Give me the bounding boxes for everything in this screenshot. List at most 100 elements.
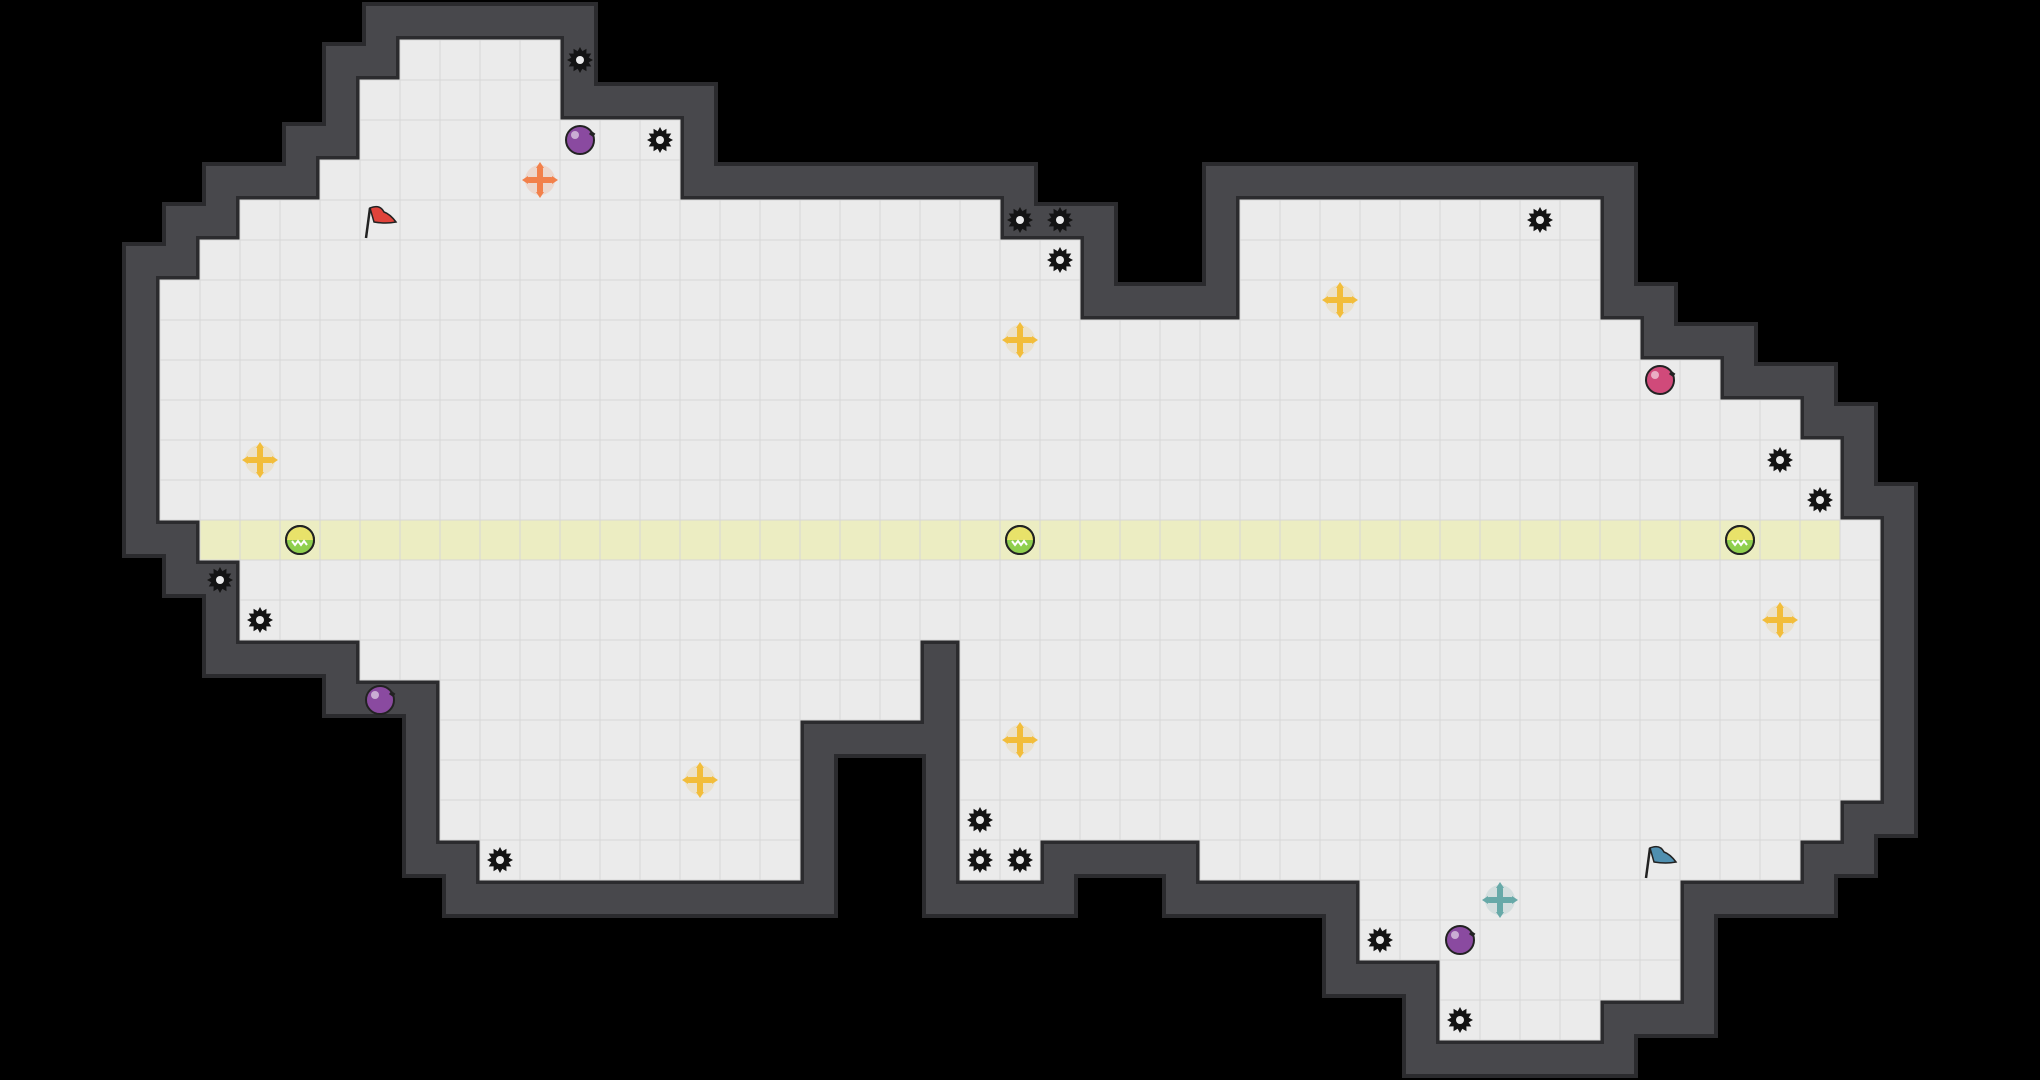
floor-tile <box>719 279 761 321</box>
floor-tile <box>1319 639 1361 681</box>
floor-tile <box>1119 759 1161 801</box>
floor-tile <box>479 599 521 641</box>
floor-tile <box>359 79 401 121</box>
floor-tile <box>1439 359 1481 401</box>
floor-tile <box>1519 639 1561 681</box>
floor-tile <box>159 479 201 521</box>
floor-tile <box>1119 639 1161 681</box>
floor-tile <box>319 479 361 521</box>
floor-tile <box>719 319 761 361</box>
floor-tile <box>839 679 881 721</box>
floor-tile <box>1519 479 1561 521</box>
floor-tile <box>799 239 841 281</box>
floor-tile <box>679 639 721 681</box>
floor-tile <box>519 839 561 881</box>
floor-tile <box>639 399 681 441</box>
lane-tile <box>1679 519 1721 561</box>
floor-tile <box>1119 399 1161 441</box>
floor-tile <box>1039 279 1081 321</box>
floor-tile <box>1399 319 1441 361</box>
floor-tile <box>639 279 681 321</box>
floor-tile <box>919 359 961 401</box>
floor-tile <box>959 479 1001 521</box>
floor-tile <box>719 839 761 881</box>
floor-tile <box>519 679 561 721</box>
floor-tile <box>719 759 761 801</box>
floor-tile <box>239 479 281 521</box>
floor-tile <box>679 239 721 281</box>
floor-tile <box>239 239 281 281</box>
floor-tile <box>679 599 721 641</box>
floor-tile <box>1079 359 1121 401</box>
purple-bomb-orb-icon <box>365 685 396 715</box>
floor-tile <box>359 639 401 681</box>
floor-tile <box>1039 399 1081 441</box>
floor-tile <box>199 399 241 441</box>
lane-tile <box>319 519 361 561</box>
saw-blade-icon <box>1447 1007 1473 1033</box>
floor-tile <box>759 359 801 401</box>
floor-tile <box>1519 599 1561 641</box>
floor-tile <box>799 559 841 601</box>
floor-tile <box>879 599 921 641</box>
floor-tile <box>1279 239 1321 281</box>
floor-tile <box>1759 799 1801 841</box>
floor-tile <box>639 319 681 361</box>
floor-tile <box>1399 559 1441 601</box>
floor-tile <box>439 439 481 481</box>
floor-tile <box>359 439 401 481</box>
floor-tile <box>1359 759 1401 801</box>
floor-tile <box>1679 559 1721 601</box>
floor-tile <box>479 79 521 121</box>
floor-tile <box>1079 799 1121 841</box>
floor-tile <box>1039 359 1081 401</box>
floor-tile <box>1399 359 1441 401</box>
floor-tile <box>439 559 481 601</box>
purple-bomb-orb-icon <box>1445 925 1476 955</box>
floor-tile <box>959 439 1001 481</box>
floor-tile <box>239 199 281 241</box>
floor-tile <box>719 199 761 241</box>
floor-tile <box>839 559 881 601</box>
floor-tile <box>279 239 321 281</box>
floor-tile <box>1319 319 1361 361</box>
blue-goal-flag-icon <box>1644 845 1678 879</box>
floor-tile <box>999 639 1041 681</box>
floor-tile <box>1679 359 1721 401</box>
floor-tile <box>1479 279 1521 321</box>
floor-tile <box>399 239 441 281</box>
floor-tile <box>1079 399 1121 441</box>
floor-tile <box>1439 879 1481 921</box>
purple-bomb-orb-icon <box>565 125 596 155</box>
floor-tile <box>1119 679 1161 721</box>
floor-tile <box>1239 599 1281 641</box>
floor-tile <box>1039 719 1081 761</box>
floor-tile <box>279 599 321 641</box>
floor-tile <box>959 679 1001 721</box>
floor-tile <box>1559 239 1601 281</box>
floor-tile <box>1599 399 1641 441</box>
floor-tile <box>759 199 801 241</box>
floor-tile <box>759 679 801 721</box>
lane-tile <box>1359 519 1401 561</box>
lane-tile <box>1759 519 1801 561</box>
floor-tile <box>159 399 201 441</box>
lane-tile <box>519 519 561 561</box>
floor-tile <box>1519 239 1561 281</box>
floor-tile <box>519 399 561 441</box>
floor-tile <box>1559 319 1601 361</box>
floor-tile <box>1079 479 1121 521</box>
lane-tile <box>1399 519 1441 561</box>
floor-tile <box>479 719 521 761</box>
floor-tile <box>1039 319 1081 361</box>
floor-tile <box>1359 879 1401 921</box>
floor-tile <box>1239 799 1281 841</box>
floor-tile <box>399 79 441 121</box>
floor-tile <box>399 479 441 521</box>
saw-blade-icon <box>247 607 273 633</box>
floor-tile <box>999 479 1041 521</box>
floor-tile <box>639 679 681 721</box>
floor-tile <box>519 119 561 161</box>
